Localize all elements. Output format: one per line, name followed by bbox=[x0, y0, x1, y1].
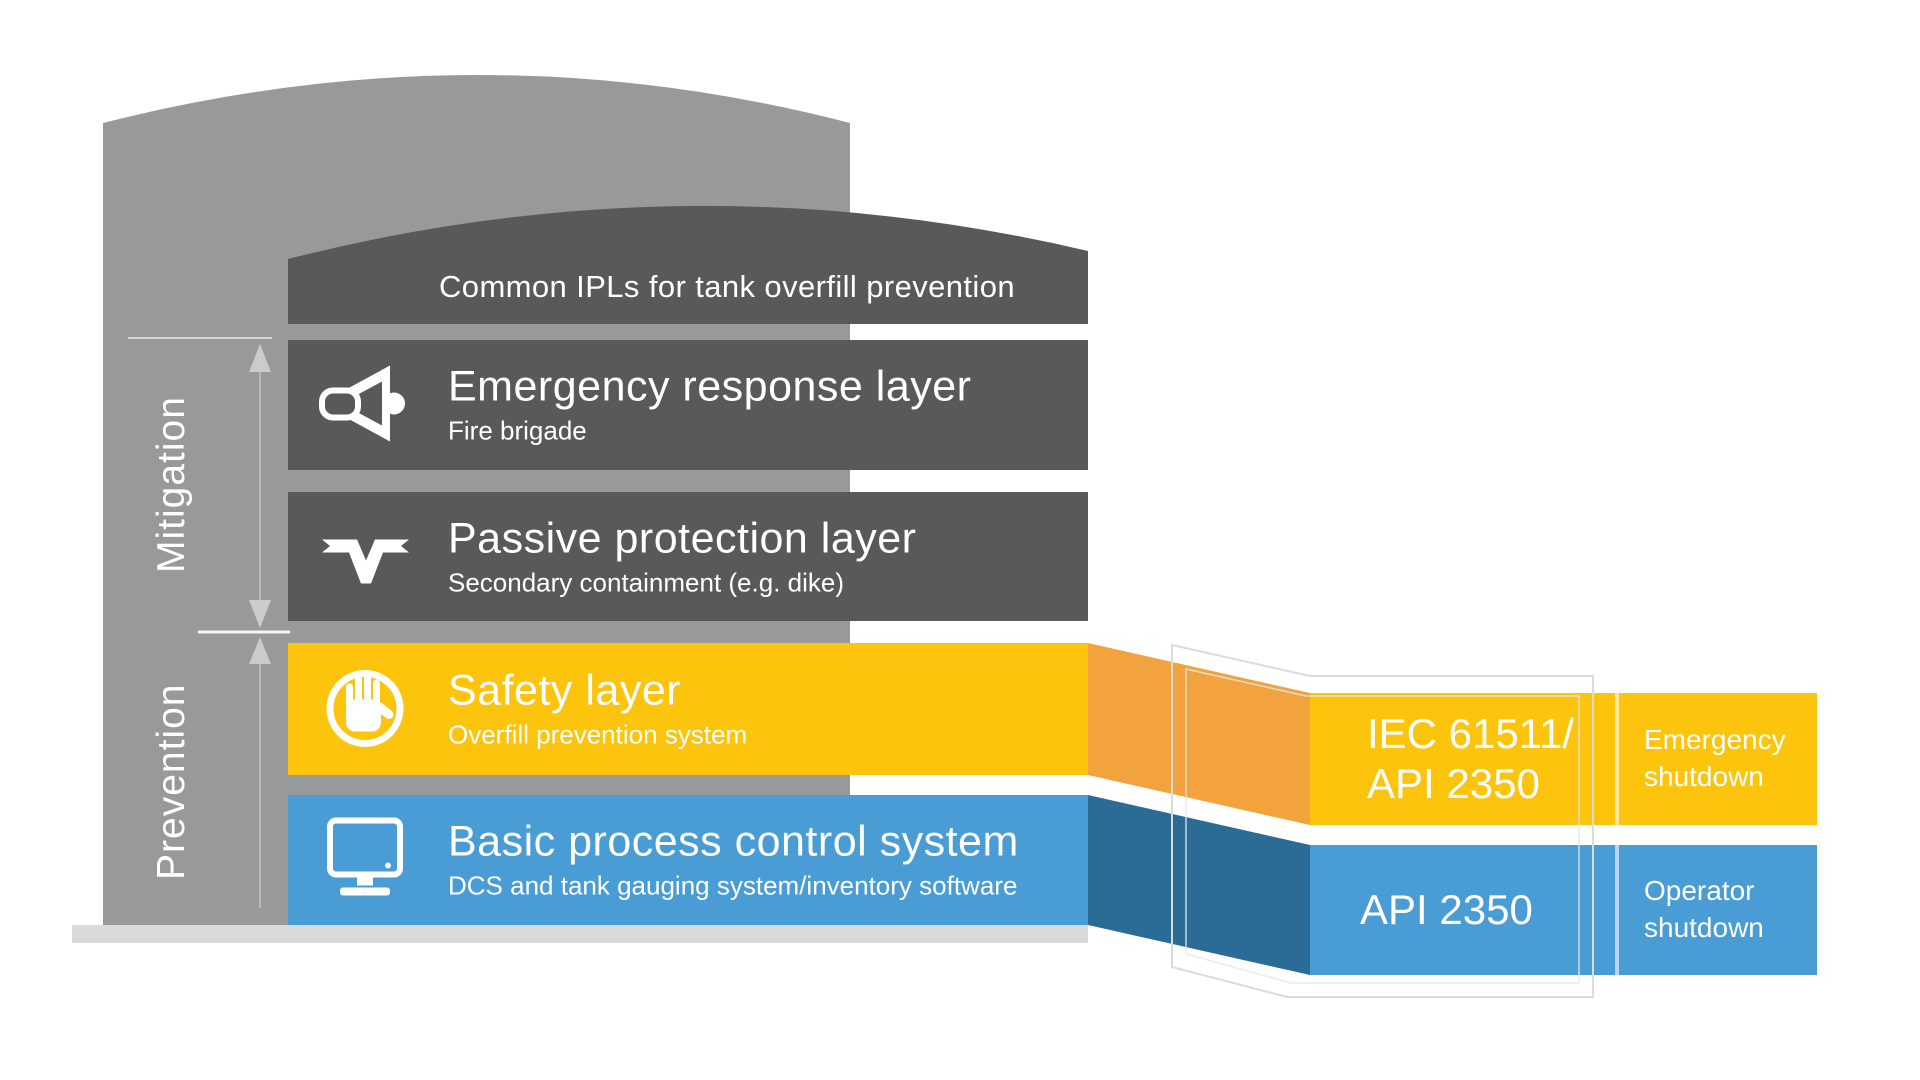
standard-line1: IEC 61511/ bbox=[1367, 710, 1575, 758]
layer-row-passive-protection: Passive protection layer Secondary conta… bbox=[288, 492, 1088, 621]
standard-name: API 2350 bbox=[1310, 845, 1617, 975]
title-banner-shape bbox=[288, 205, 1088, 324]
megaphone-icon bbox=[319, 365, 405, 442]
shutdown-action: Operator shutdown bbox=[1644, 875, 1764, 943]
layer-subtitle: Overfill prevention system bbox=[448, 719, 748, 750]
mitigation-label: Mitigation bbox=[150, 396, 193, 574]
prevention-label: Prevention bbox=[150, 683, 193, 881]
layer-subtitle: DCS and tank gauging system/inventory so… bbox=[448, 870, 1018, 901]
diagram-title: Common IPLs for tank overfill prevention bbox=[439, 269, 1015, 304]
standard-name: IEC 61511/ API 2350 bbox=[1310, 693, 1617, 825]
layer-title: Passive protection layer bbox=[448, 514, 917, 563]
panel-separator bbox=[1615, 693, 1619, 825]
standards-panel-bpcs: API 2350 Operator shutdown bbox=[1310, 845, 1817, 975]
ground-strip bbox=[72, 925, 1088, 943]
bpcs-layer-fold bbox=[1088, 795, 1310, 975]
shutdown-action: Emergency shutdown bbox=[1644, 724, 1786, 792]
prevention-range-arrow bbox=[249, 637, 271, 908]
safety-layer-fold bbox=[1088, 643, 1310, 825]
standards-panel-safety: IEC 61511/ API 2350 Emergency shutdown bbox=[1310, 693, 1817, 825]
layer-title: Emergency response layer bbox=[448, 362, 972, 411]
dike-containment-icon bbox=[322, 539, 409, 583]
layer-row-emergency-response: Emergency response layer Fire brigade bbox=[288, 340, 1088, 470]
monitor-icon bbox=[327, 817, 403, 896]
layer-title: Safety layer bbox=[448, 666, 682, 715]
panel-separator bbox=[1615, 845, 1619, 975]
layer-row-bpcs: Basic process control system DCS and tan… bbox=[288, 795, 1088, 925]
layer-subtitle: Secondary containment (e.g. dike) bbox=[448, 567, 844, 598]
stop-hand-icon bbox=[326, 670, 404, 747]
standard-line1: API 2350 bbox=[1360, 886, 1533, 934]
mitigation-range-arrow bbox=[249, 344, 271, 628]
layer-subtitle: Fire brigade bbox=[448, 415, 587, 446]
layer-row-safety: Safety layer Overfill prevention system bbox=[288, 643, 1088, 775]
standard-line2: API 2350 bbox=[1367, 760, 1540, 807]
layer-title: Basic process control system bbox=[448, 817, 1019, 866]
